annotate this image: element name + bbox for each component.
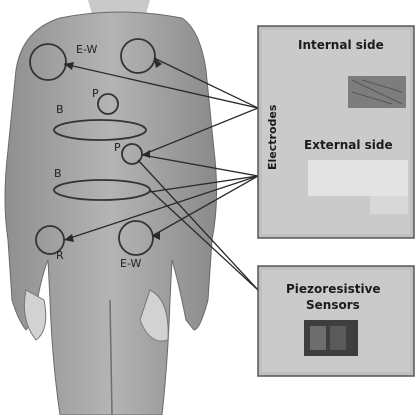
external-electrode-photo [308, 160, 408, 196]
electrodes-title: Electrodes [266, 140, 279, 170]
sensors-title-line1: Piezoresistive [286, 282, 381, 296]
internal-side-label: Internal side [298, 38, 384, 52]
piezo-label: P [114, 142, 121, 153]
electrode-label: E-W [120, 258, 141, 269]
reference-label: R [56, 250, 64, 261]
respiration-label: B [56, 104, 64, 115]
electrode-label: E-W [76, 44, 97, 55]
electrodes-panel [258, 26, 414, 238]
respiration-label: B [54, 168, 62, 179]
external-side-label: External side [304, 138, 393, 152]
piezo-label: P [92, 88, 99, 99]
sensors-title-line2: Sensors [306, 298, 360, 312]
